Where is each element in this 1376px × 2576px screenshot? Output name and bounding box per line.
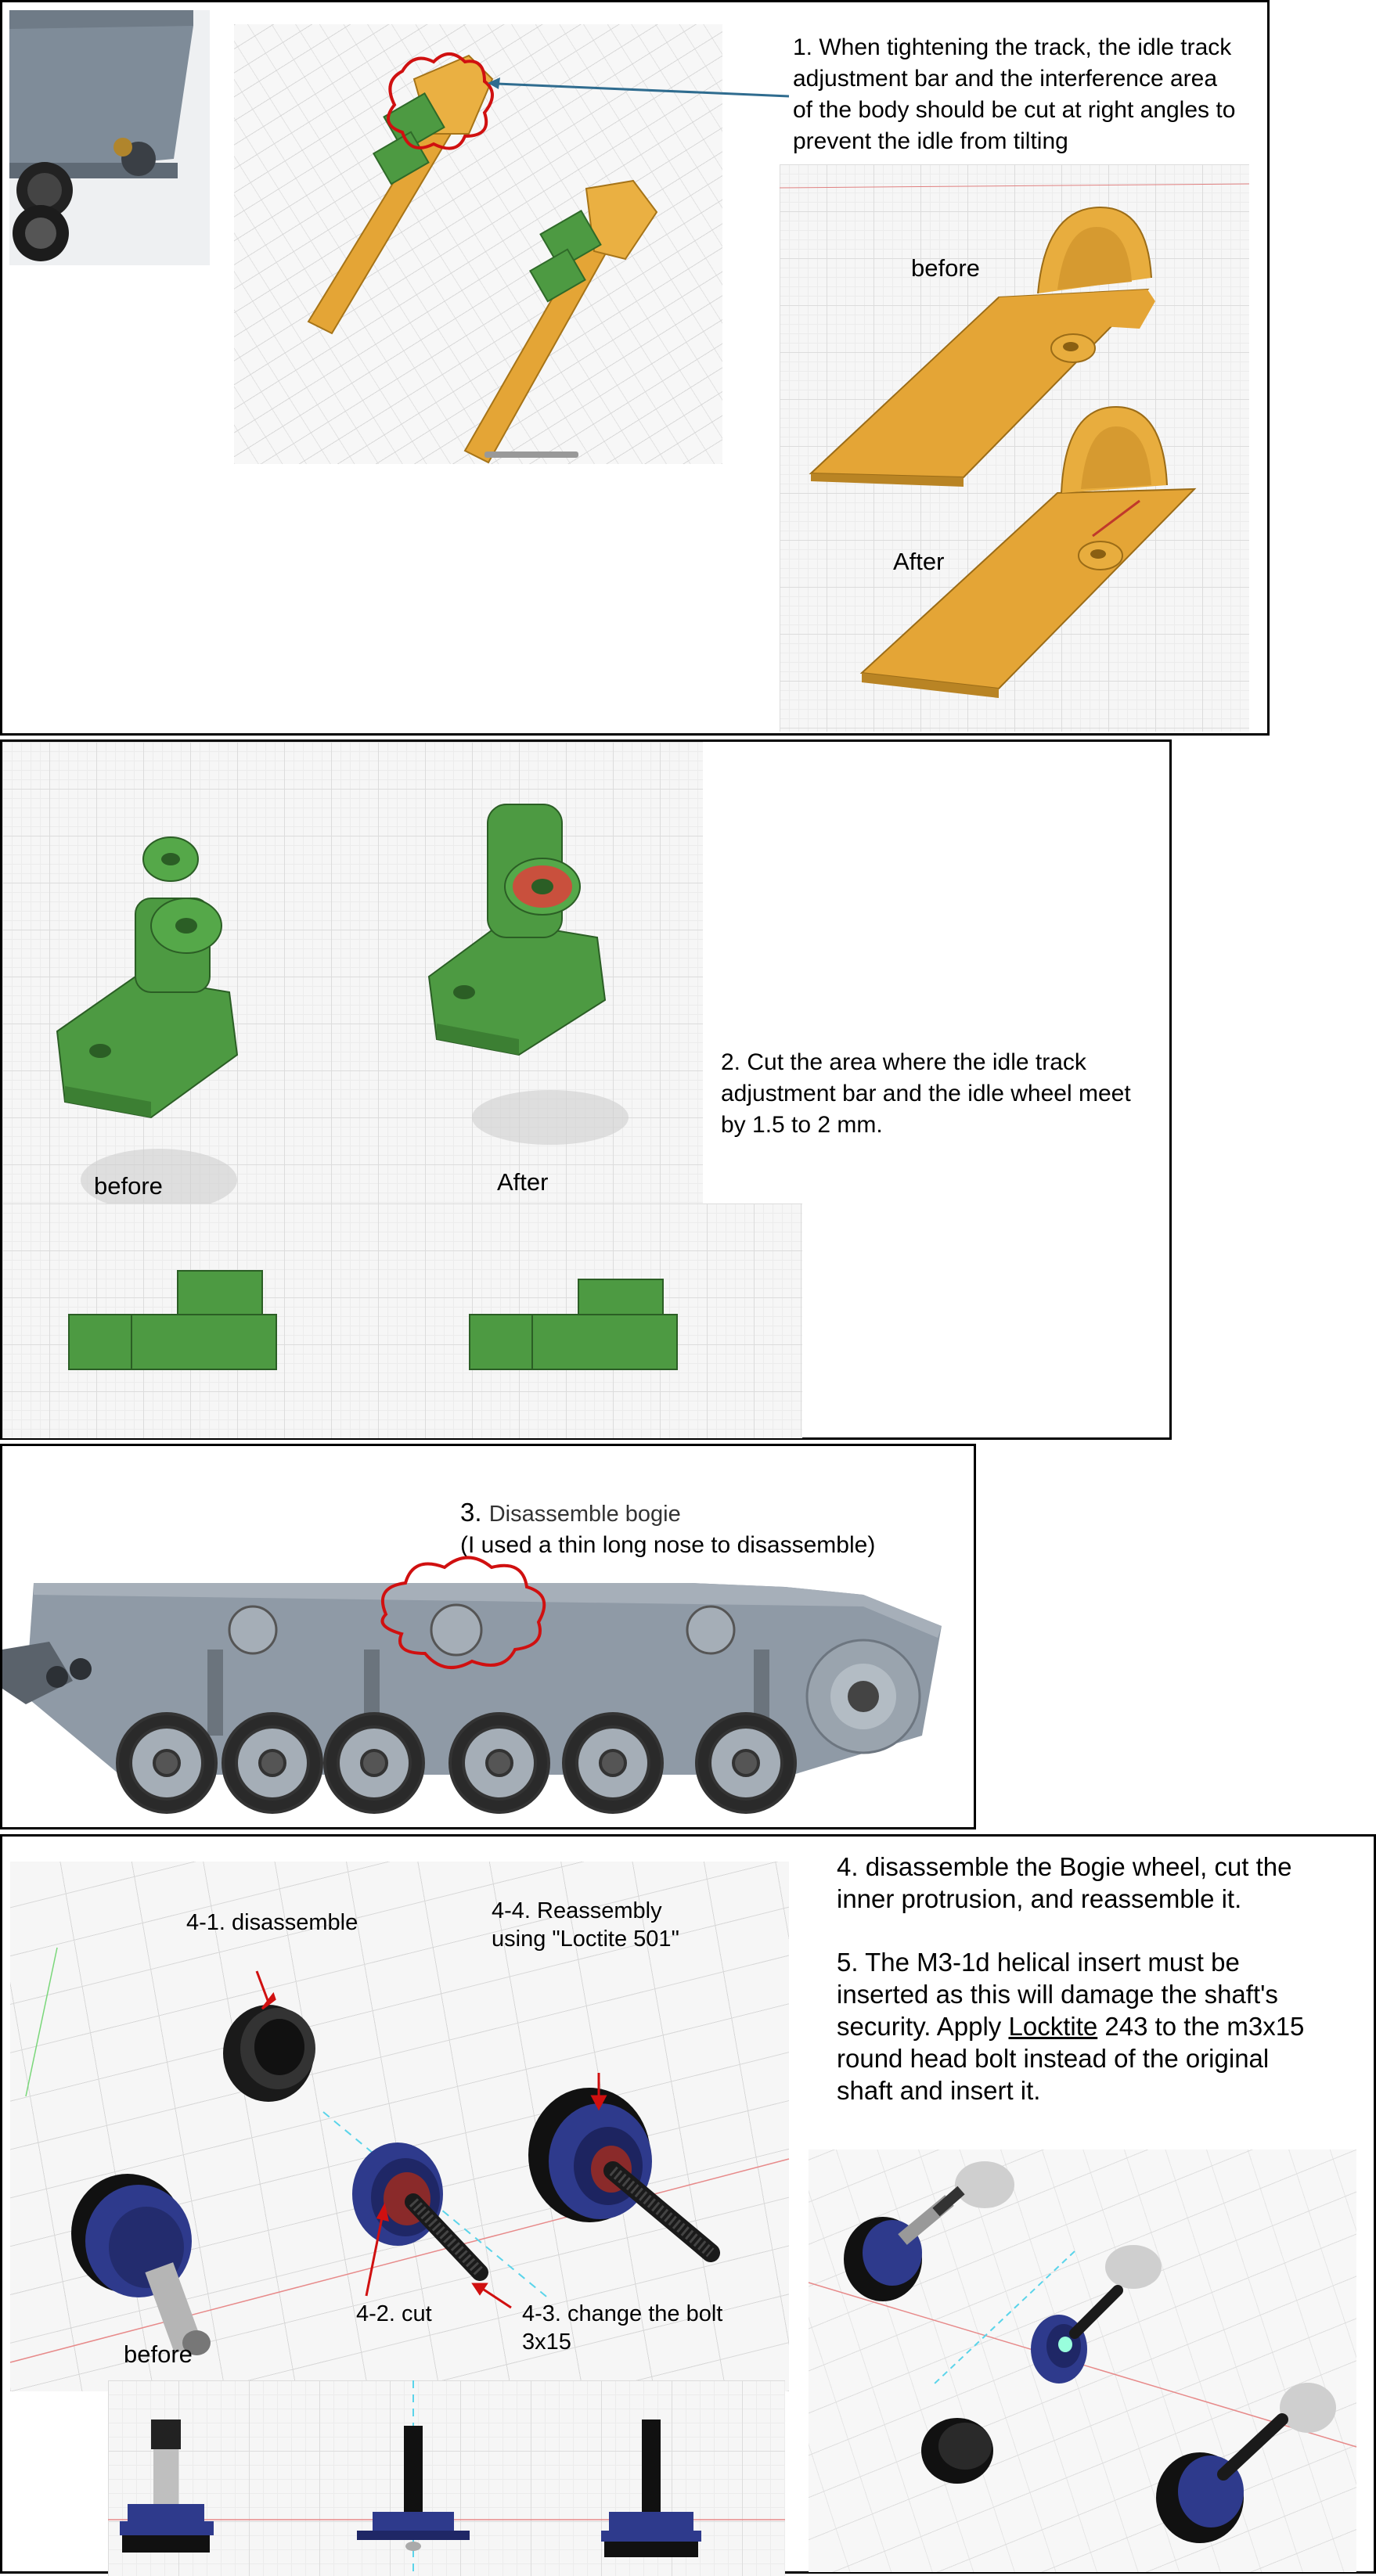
pointer-arrow <box>488 77 790 98</box>
before-label: before <box>124 2340 193 2368</box>
side-profile-models <box>68 1270 678 1370</box>
cad-view-side-profile <box>2 1203 802 1438</box>
label-4-4: 4-4. Reassembly using "Loctite 501" <box>492 1898 679 1952</box>
cad-view-track-bars <box>234 24 722 464</box>
label-4-1: 4-1. disassemble <box>186 1910 358 1935</box>
cad-view-before-after: before After <box>779 164 1250 732</box>
before-after-models <box>779 183 1250 698</box>
after-label: After <box>497 1168 549 1196</box>
tank-photo-thumbnail <box>9 10 210 265</box>
cad-view-green-parts: before After <box>2 742 703 1211</box>
section-2-note: 2. Cut the area where the idle track adj… <box>721 1049 1131 1138</box>
section-3-heading: Disassemble bogie <box>488 1502 681 1527</box>
bogie-wheel-models <box>9 1947 790 2363</box>
wheel-before <box>71 2174 211 2355</box>
section-3-title: 3. Disassemble bogie <box>460 1497 681 1530</box>
section-3-subtitle: (I used a thin long nose to disassemble) <box>460 1532 876 1558</box>
step-5-text-a: 5. The M3-1d helical insert must be inse… <box>837 1948 1278 2041</box>
step-5-text-b: 243 to the m3x15 round head bolt instead… <box>837 2012 1305 2105</box>
label-4-2: 4-2. cut <box>356 2301 432 2326</box>
bolt-install-models <box>808 2161 1357 2543</box>
step-5-note: 5. The M3-1d helical insert must be inse… <box>837 1946 1369 2106</box>
section-3-number: 3. <box>460 1498 482 1527</box>
road-wheels <box>116 1712 797 1814</box>
track-bar-models <box>307 52 658 464</box>
before-label: before <box>911 254 980 282</box>
section-4-panel: 4-1. disassemble 4-4. Reassembly using "… <box>0 1834 1376 2576</box>
wheel-disassembled <box>223 2005 315 2102</box>
section-1-panel: 1. When tightening the track, the idle t… <box>0 0 1270 736</box>
cad-view-bolt-install <box>808 2150 1357 2572</box>
before-label: before <box>94 1172 163 1200</box>
wheel-cut <box>352 2142 488 2281</box>
after-label: After <box>893 548 945 575</box>
section-2-panel: before After 2. Cut the area where the i… <box>0 739 1172 1440</box>
label-4-3: 4-3. change the bolt 3x15 <box>522 2301 723 2355</box>
cad-view-bogie-side <box>108 2380 785 2576</box>
bogie-side-profiles <box>108 2380 785 2576</box>
step-4-note: 4. disassemble the Bogie wheel, cut the … <box>837 1852 1292 1913</box>
locktite-link[interactable]: Locktite <box>1008 2012 1098 2041</box>
tank-thumbnail-drawing <box>9 10 193 261</box>
cad-view-bogie-wheels: 4-1. disassemble 4-4. Reassembly using "… <box>9 1862 790 2391</box>
green-part-models <box>56 804 629 1211</box>
section-1-note: 1. When tightening the track, the idle t… <box>793 34 1236 154</box>
wheel-reassembled <box>528 2088 720 2262</box>
section-3-panel: 3. Disassemble bogie (I used a thin long… <box>0 1444 976 1829</box>
tank-hull-photo <box>2 1556 942 1814</box>
